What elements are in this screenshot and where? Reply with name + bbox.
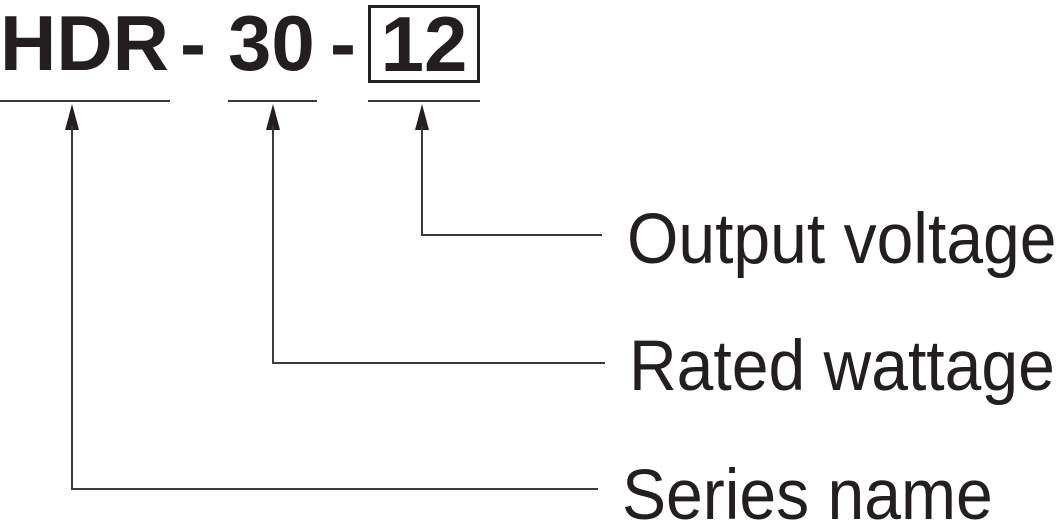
hyphen-separator: -	[180, 0, 206, 87]
series-name-label: Series name	[622, 456, 993, 522]
model-voltage-box: 12	[368, 5, 480, 83]
model-voltage-segment: 12	[380, 0, 468, 88]
output-voltage-label: Output voltage	[627, 200, 1057, 279]
up-arrow-icon	[266, 104, 280, 130]
up-arrow-icon	[65, 104, 79, 130]
connector-line	[71, 126, 73, 490]
rated-wattage-label: Rated wattage	[629, 327, 1055, 406]
connector-line	[272, 362, 605, 364]
connector-line	[421, 126, 423, 236]
underline-voltage	[368, 100, 480, 102]
underline-wattage	[228, 100, 317, 102]
connector-line	[421, 234, 602, 236]
model-series-segment: HDR	[0, 0, 169, 87]
connector-line	[272, 126, 274, 364]
underline-series	[0, 100, 170, 102]
up-arrow-icon	[415, 104, 429, 130]
model-wattage-segment: 30	[228, 0, 315, 87]
connector-line	[71, 488, 598, 490]
hyphen-separator: -	[330, 0, 356, 87]
